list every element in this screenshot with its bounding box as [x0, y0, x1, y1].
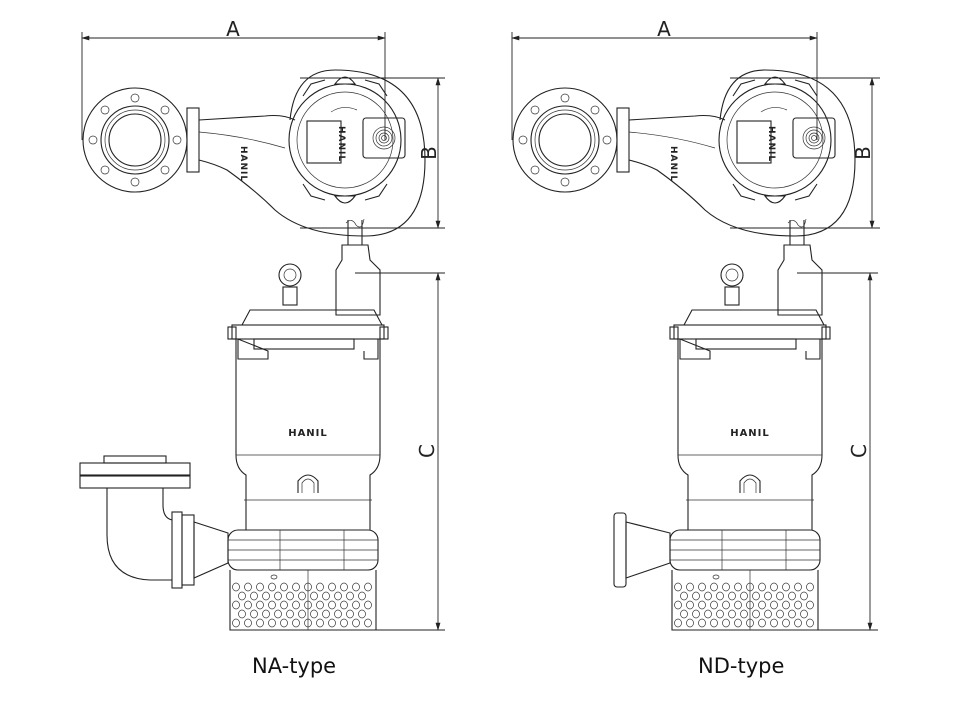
na-dimension-a: A — [81, 17, 386, 140]
brand-label-motor: HANIL — [730, 428, 770, 439]
nd-top-view: HANIL HANIL — [512, 69, 856, 237]
brand-label-motor: HANIL — [288, 428, 328, 439]
brand-label-volute: HANIL — [238, 146, 248, 182]
dim-label-a: A — [226, 17, 240, 41]
dim-label-a: A — [657, 17, 671, 41]
caption-nd-type: ND-type — [698, 654, 785, 678]
dim-label-c: C — [847, 444, 871, 458]
dim-label-c: C — [415, 444, 439, 458]
nd-side-view: HANIL — [613, 218, 831, 631]
nd-dimension-c: C — [797, 272, 878, 631]
na-side-view: HANIL — [79, 218, 389, 631]
nd-dimension-a: A — [511, 17, 818, 140]
na-dimension-b: B — [300, 77, 445, 229]
na-top-view: HANIL HANIL — [82, 69, 426, 237]
nd-dimension-b: B — [730, 77, 880, 229]
caption-na-type: NA-type — [252, 654, 337, 678]
brand-label-volute: HANIL — [668, 146, 678, 182]
brand-label-motor-head: HANIL — [766, 126, 776, 162]
dim-label-b: B — [851, 146, 875, 160]
dim-label-b: B — [417, 146, 441, 160]
na-dimension-c: C — [355, 272, 445, 631]
brand-label-motor-head: HANIL — [336, 126, 346, 162]
